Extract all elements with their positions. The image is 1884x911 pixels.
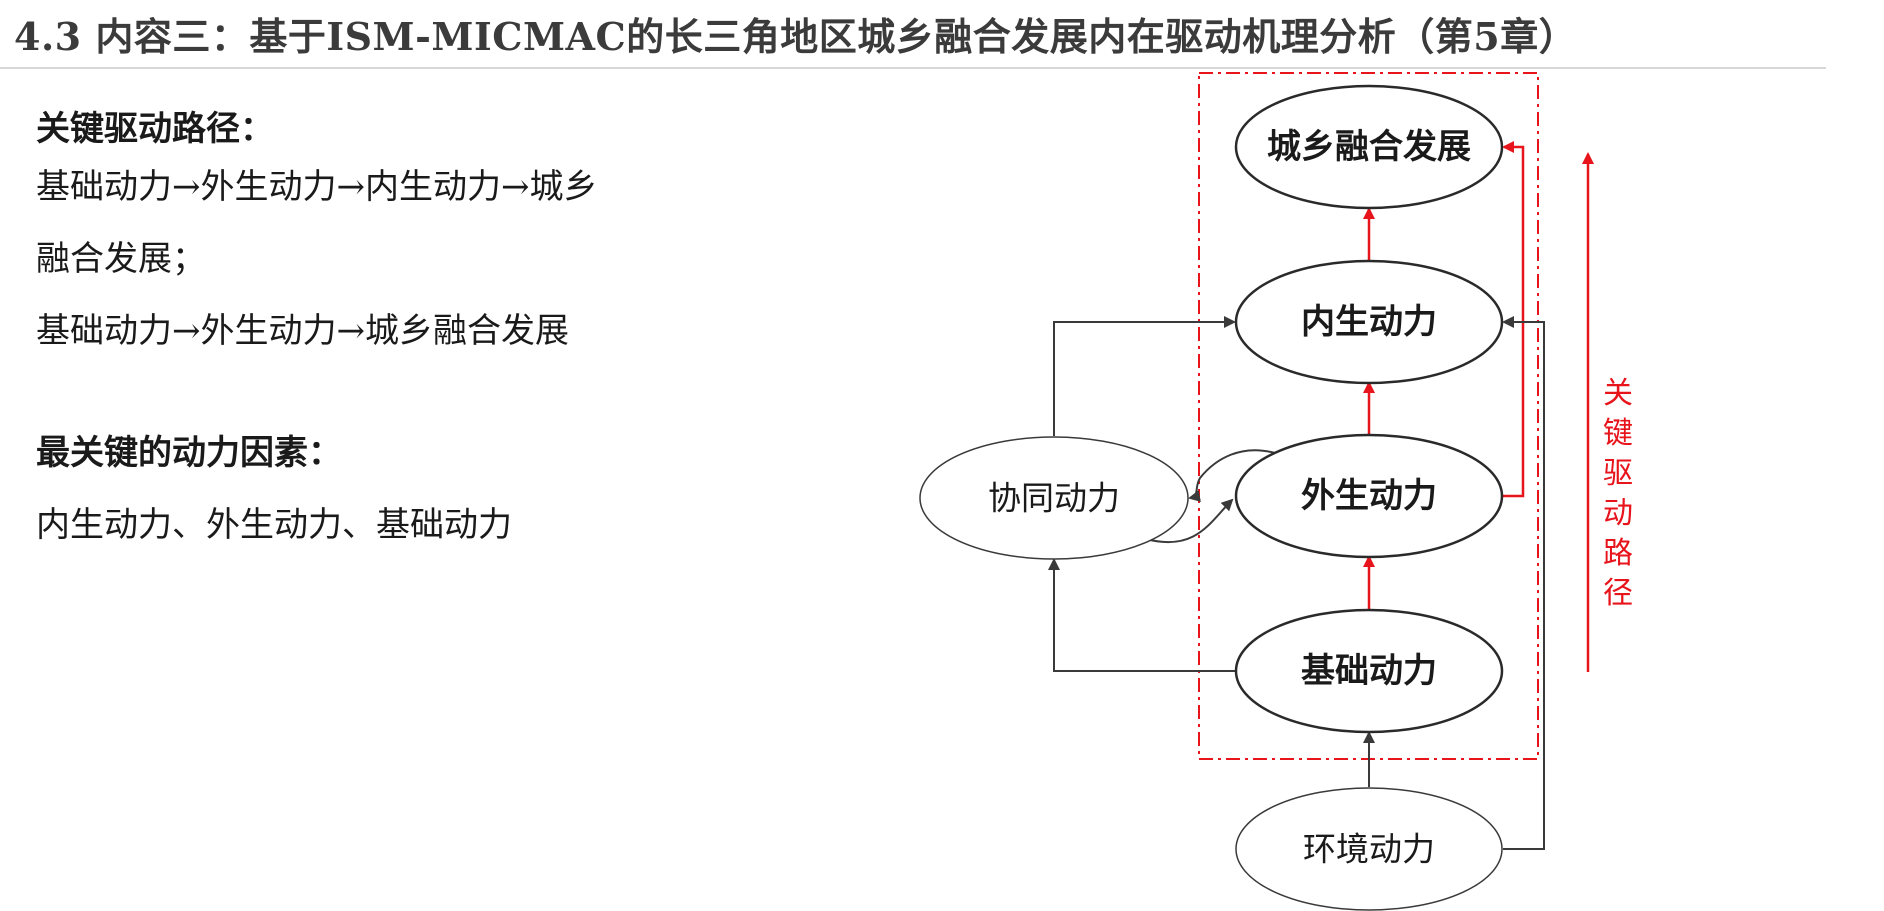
path-line-1: 基础动力→外生动力→内生动力→城乡 — [36, 167, 598, 207]
edge-synergy-to-endogenous — [1053, 316, 1236, 436]
edge-basic-to-synergy — [1048, 558, 1235, 672]
node-urban-rural-development: 城乡融合发展 — [1234, 84, 1504, 210]
key-paths-heading: 关键驱动路径： — [36, 109, 274, 149]
key-path-label-char: 动 — [1603, 496, 1633, 531]
node-endogenous-power: 内生动力 — [1234, 259, 1504, 385]
title-divider — [0, 67, 1826, 69]
key-factors-list: 内生动力、外生动力、基础动力 — [36, 505, 512, 545]
key-path-label-char: 驱 — [1603, 456, 1633, 491]
node-synergy-power: 协同动力 — [919, 436, 1189, 560]
key-path-label-char: 键 — [1603, 416, 1633, 451]
path-line-3: 基础动力→外生动力→城乡融合发展 — [36, 311, 569, 351]
node-urban-rural-development-label: 城乡融合发展 — [1267, 127, 1471, 167]
node-basic-power-label: 基础动力 — [1301, 651, 1437, 691]
edge-synergy-to-exogenous — [1145, 498, 1234, 544]
node-endogenous-power-label: 内生动力 — [1301, 302, 1437, 342]
path-line-2: 融合发展； — [36, 239, 206, 279]
key-path-label-char: 径 — [1603, 576, 1633, 611]
key-path-label-char: 关 — [1603, 376, 1633, 411]
slide-title: 4.3 内容三：基于ISM-MICMAC的长三角地区城乡融合发展内在驱动机理分析… — [14, 14, 1578, 59]
node-exogenous-power-label: 外生动力 — [1301, 476, 1437, 516]
node-environment-power-label: 环境动力 — [1303, 830, 1435, 869]
edge-exogenous-to-synergy — [1188, 449, 1276, 502]
node-basic-power: 基础动力 — [1234, 608, 1504, 734]
node-synergy-power-label: 协同动力 — [988, 479, 1120, 518]
node-exogenous-power: 外生动力 — [1234, 433, 1504, 559]
key-factors-heading: 最关键的动力因素： — [36, 433, 342, 473]
left-text-panel: 关键驱动路径： 基础动力→外生动力→内生动力→城乡 融合发展； 基础动力→外生动… — [36, 112, 756, 568]
key-path-vertical-label: 关 键 驱 动 路 径 — [1603, 376, 1633, 611]
node-environment-power: 环境动力 — [1235, 787, 1503, 911]
edge-environment-to-endogenous — [1502, 316, 1545, 850]
key-path-label-char: 路 — [1603, 536, 1633, 571]
